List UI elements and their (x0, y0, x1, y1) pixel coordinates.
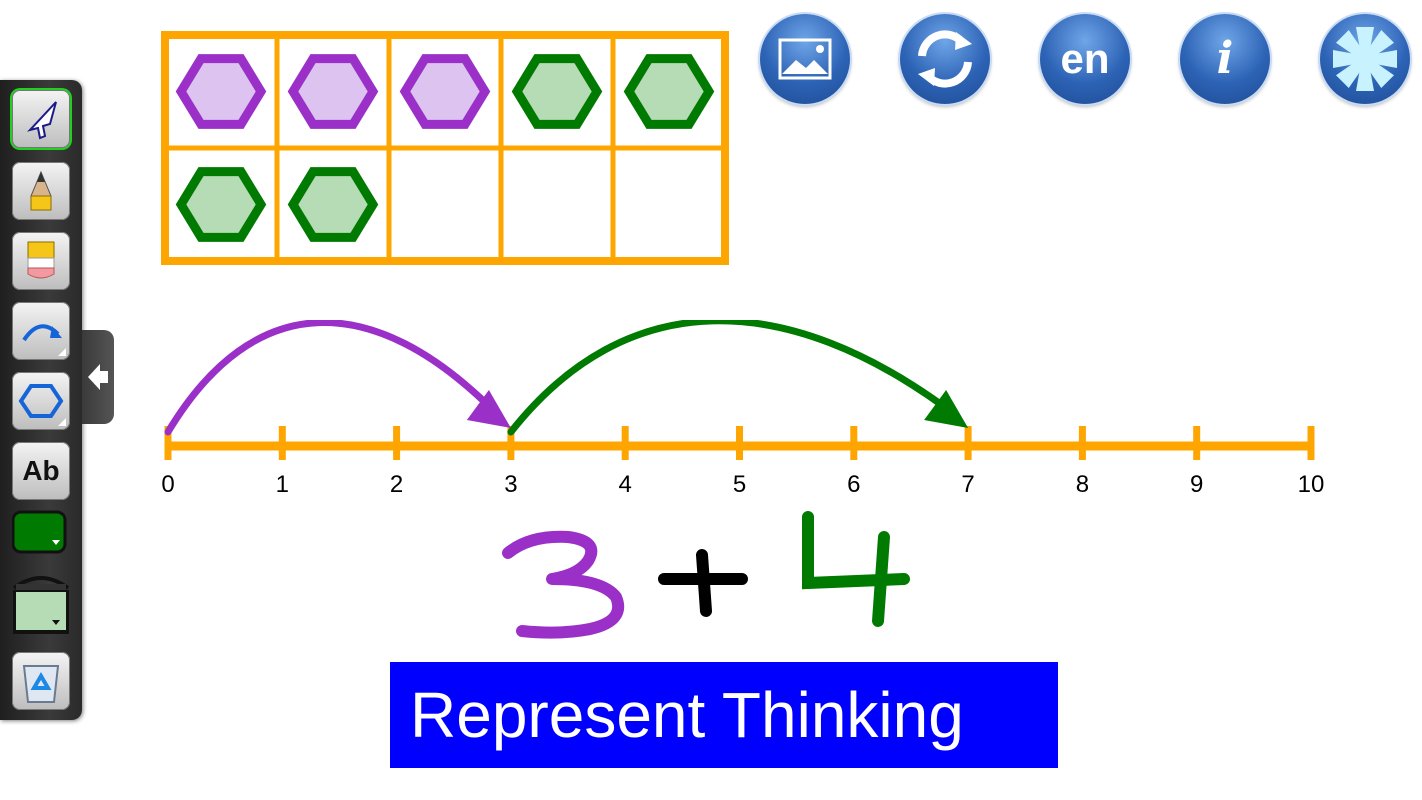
ten-frame-cell (399, 54, 491, 129)
text-tool-label: Ab (22, 455, 60, 486)
green-hexagon-counter[interactable] (623, 54, 715, 129)
number-line-label: 0 (161, 471, 174, 498)
purple-jump-arrow[interactable] (164, 320, 511, 436)
number-line-label: 1 (276, 471, 289, 498)
green-jump-arrow[interactable] (507, 320, 969, 436)
reset-button[interactable] (900, 14, 990, 104)
image-icon (778, 38, 832, 80)
drawing-toolbar: Ab (0, 80, 82, 720)
handwritten-expression (502, 511, 910, 639)
ten-frame (161, 31, 729, 265)
purple-hexagon-counter[interactable] (287, 54, 379, 129)
pencil-icon (30, 170, 52, 211)
toolbar-collapse-tab[interactable] (82, 330, 114, 424)
ten-frame-cell (287, 54, 379, 129)
banner-text: Represent Thinking (410, 679, 964, 751)
paint-bucket-icon (12, 576, 70, 634)
stroke-color-icon (12, 510, 67, 554)
language-label: en (1060, 35, 1110, 82)
text-tool-button[interactable]: Ab (12, 442, 70, 500)
purple-hexagon-counter[interactable] (175, 54, 267, 129)
fill-color-swatch[interactable] (12, 570, 70, 638)
number-line-label: 9 (1190, 471, 1203, 498)
stroke-color-swatch[interactable] (12, 510, 70, 568)
purple-hexagon-counter[interactable] (399, 54, 491, 129)
ten-frame-cell (511, 54, 603, 129)
settings-button[interactable] (1320, 14, 1410, 104)
number-line-label: 4 (619, 471, 632, 498)
recycle-bin-icon (22, 665, 60, 703)
arrow-pointer-icon (26, 101, 57, 140)
curved-arrow-icon (22, 324, 62, 342)
pencil-tool-button[interactable] (12, 162, 70, 220)
handwritten-four (802, 511, 910, 627)
hexagon-icon (18, 384, 64, 418)
number-line: 0 1 2 3 4 5 6 7 8 9 10 (161, 320, 1325, 498)
number-line-label: 7 (961, 471, 974, 498)
background-button[interactable] (760, 14, 850, 104)
ten-frame-cell (287, 167, 379, 242)
number-line-label: 6 (847, 471, 860, 498)
green-hexagon-counter[interactable] (175, 167, 267, 242)
highlighter-icon (27, 241, 55, 279)
green-hexagon-counter[interactable] (511, 54, 603, 129)
info-label: i (1216, 33, 1234, 84)
refresh-icon (918, 30, 972, 88)
ten-frame-cell (623, 54, 715, 129)
arrow-tool-button[interactable] (12, 302, 70, 360)
info-button[interactable]: i (1180, 14, 1270, 104)
select-tool-button[interactable] (12, 90, 70, 148)
gear-icon (1333, 27, 1397, 91)
number-line-label: 3 (504, 471, 517, 498)
highlighter-tool-button[interactable] (12, 232, 70, 290)
language-button[interactable]: en (1040, 14, 1130, 104)
number-line-label: 8 (1076, 471, 1089, 498)
handwritten-plus (658, 549, 748, 617)
shape-tool-button[interactable] (12, 372, 70, 430)
number-line-label: 2 (390, 471, 403, 498)
number-line-label: 10 (1298, 471, 1325, 498)
arrow-left-icon (88, 364, 108, 390)
ten-frame-cell (175, 54, 267, 129)
ten-frame-cell (175, 167, 267, 242)
handwritten-three (502, 530, 625, 639)
green-hexagon-counter[interactable] (287, 167, 379, 242)
number-line-label: 5 (733, 471, 746, 498)
title-banner: Represent Thinking (390, 662, 1058, 768)
trash-tool-button[interactable] (12, 652, 70, 710)
